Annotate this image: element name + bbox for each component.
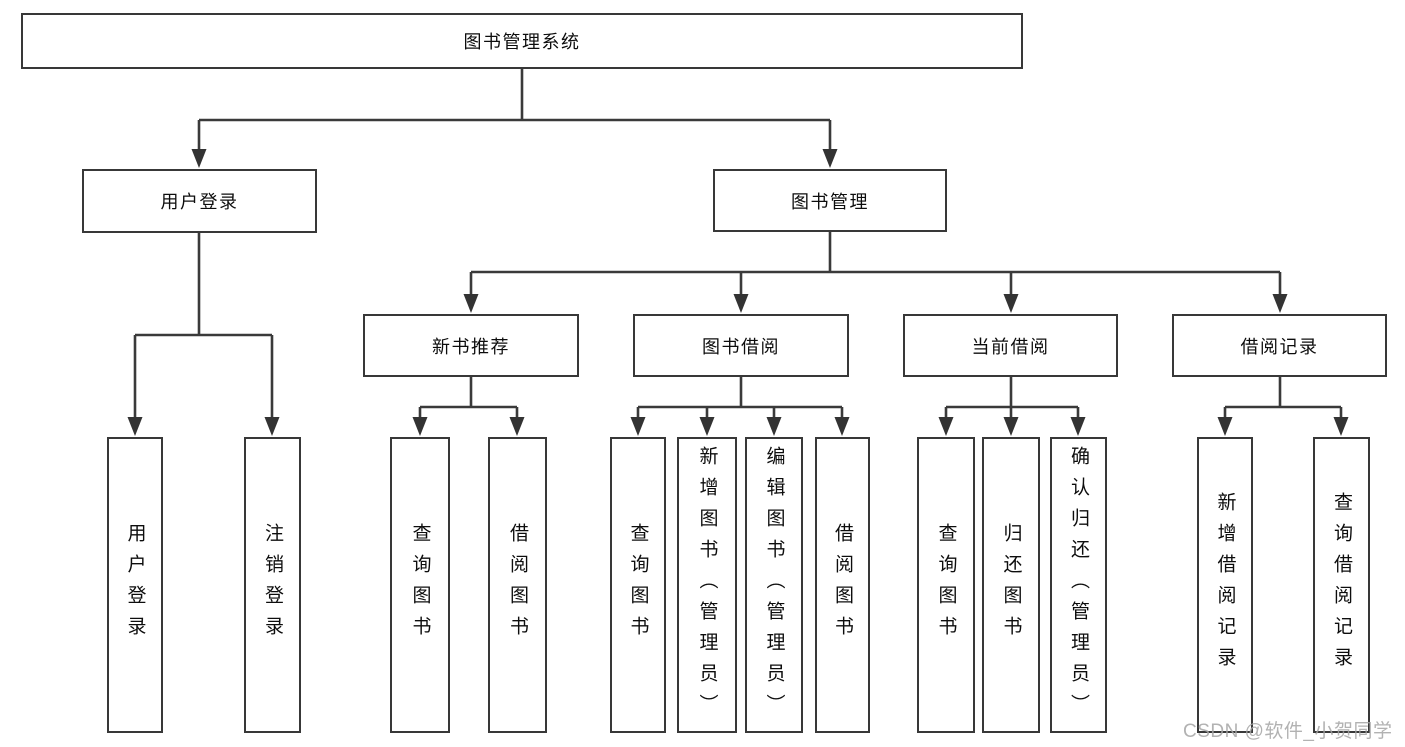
arrowhead [191, 149, 207, 168]
node-current-borrowing: 当前借阅 [903, 314, 1118, 377]
leaf-logout: 注销登录 [244, 437, 301, 733]
arrowhead [938, 417, 954, 436]
leaf-label: 确认归还（管理员） [1068, 445, 1089, 725]
arrowhead [509, 417, 525, 436]
node-new-book-recommend: 新书推荐 [363, 314, 579, 377]
node-label: 新书推荐 [432, 336, 510, 357]
leaf-edit-books-admin: 编辑图书（管理员） [745, 437, 803, 733]
node-borrowing-records: 借阅记录 [1172, 314, 1387, 377]
arrowhead [463, 294, 479, 313]
edge-root-to-level2 [197, 69, 832, 151]
node-label: 图书管理 [791, 191, 869, 212]
arrowhead [127, 417, 143, 436]
arrowhead [1217, 417, 1233, 436]
arrowhead [699, 417, 715, 436]
leaf-confirm-return-admin: 确认归还（管理员） [1050, 437, 1107, 733]
arrowhead [630, 417, 646, 436]
leaf-label: 归还图书 [1000, 523, 1022, 647]
leaf-query-books-recommend: 查询图书 [390, 437, 450, 733]
leaf-label: 查询图书 [935, 523, 957, 647]
arrowhead [1272, 294, 1288, 313]
leaf-add-borrow-record: 新增借阅记录 [1197, 437, 1253, 733]
leaf-label: 查询图书 [627, 523, 649, 647]
arrowheads [127, 149, 1349, 436]
leaf-return-books: 归还图书 [982, 437, 1040, 733]
node-label: 当前借阅 [971, 336, 1050, 357]
edge-bookmgmt-to-level3 [469, 232, 1282, 296]
leaf-query-books-current: 查询图书 [917, 437, 975, 733]
node-book-borrowing: 图书借阅 [633, 314, 849, 377]
csdn-watermark: CSDN @软件_小贺同学 [1183, 721, 1393, 742]
leaf-query-borrow-record: 查询借阅记录 [1313, 437, 1370, 733]
leaf-add-books-admin: 新增图书（管理员） [677, 437, 737, 733]
leaf-label: 新增图书（管理员） [696, 445, 718, 725]
leaf-label: 用户登录 [124, 523, 146, 647]
leaf-user-login: 用户登录 [107, 437, 163, 733]
arrowhead [733, 294, 749, 313]
leaf-borrow-books: 借阅图书 [815, 437, 870, 733]
leaf-borrow-books-recommend: 借阅图书 [488, 437, 547, 733]
edge-borrowing-to-leaves [636, 377, 844, 419]
leaf-label: 借阅图书 [507, 523, 528, 647]
node-label: 借阅记录 [1240, 336, 1319, 357]
leaf-label: 新增借阅记录 [1214, 492, 1236, 678]
leaf-label: 借阅图书 [832, 523, 853, 647]
edge-newbooks-to-leaves [418, 377, 519, 419]
edge-records-to-leaves [1223, 377, 1343, 419]
arrowhead [1333, 417, 1349, 436]
leaf-label: 编辑图书（管理员） [763, 445, 785, 725]
arrowhead [766, 417, 782, 436]
arrowhead [1003, 294, 1019, 313]
edge-userlogin-to-leaves [133, 233, 274, 419]
leaf-label: 注销登录 [262, 523, 283, 647]
node-label: 用户登录 [160, 192, 239, 212]
arrowhead [834, 417, 850, 436]
arrowhead [412, 417, 428, 436]
node-label: 图书借阅 [702, 336, 780, 357]
arrowhead [1070, 417, 1086, 436]
leaf-label: 查询图书 [409, 523, 431, 647]
node-library-system: 图书管理系统 [21, 13, 1023, 69]
node-user-login: 用户登录 [82, 169, 317, 233]
edge-lines [133, 69, 1343, 419]
leaf-label: 查询借阅记录 [1331, 492, 1352, 678]
node-label: 图书管理系统 [463, 32, 581, 52]
arrowhead [264, 417, 280, 436]
arrowhead [1003, 417, 1019, 436]
arrowhead [822, 149, 838, 168]
node-book-management: 图书管理 [713, 169, 947, 232]
leaf-query-books-borrowing: 查询图书 [610, 437, 666, 733]
edge-current-to-leaves [944, 377, 1080, 419]
